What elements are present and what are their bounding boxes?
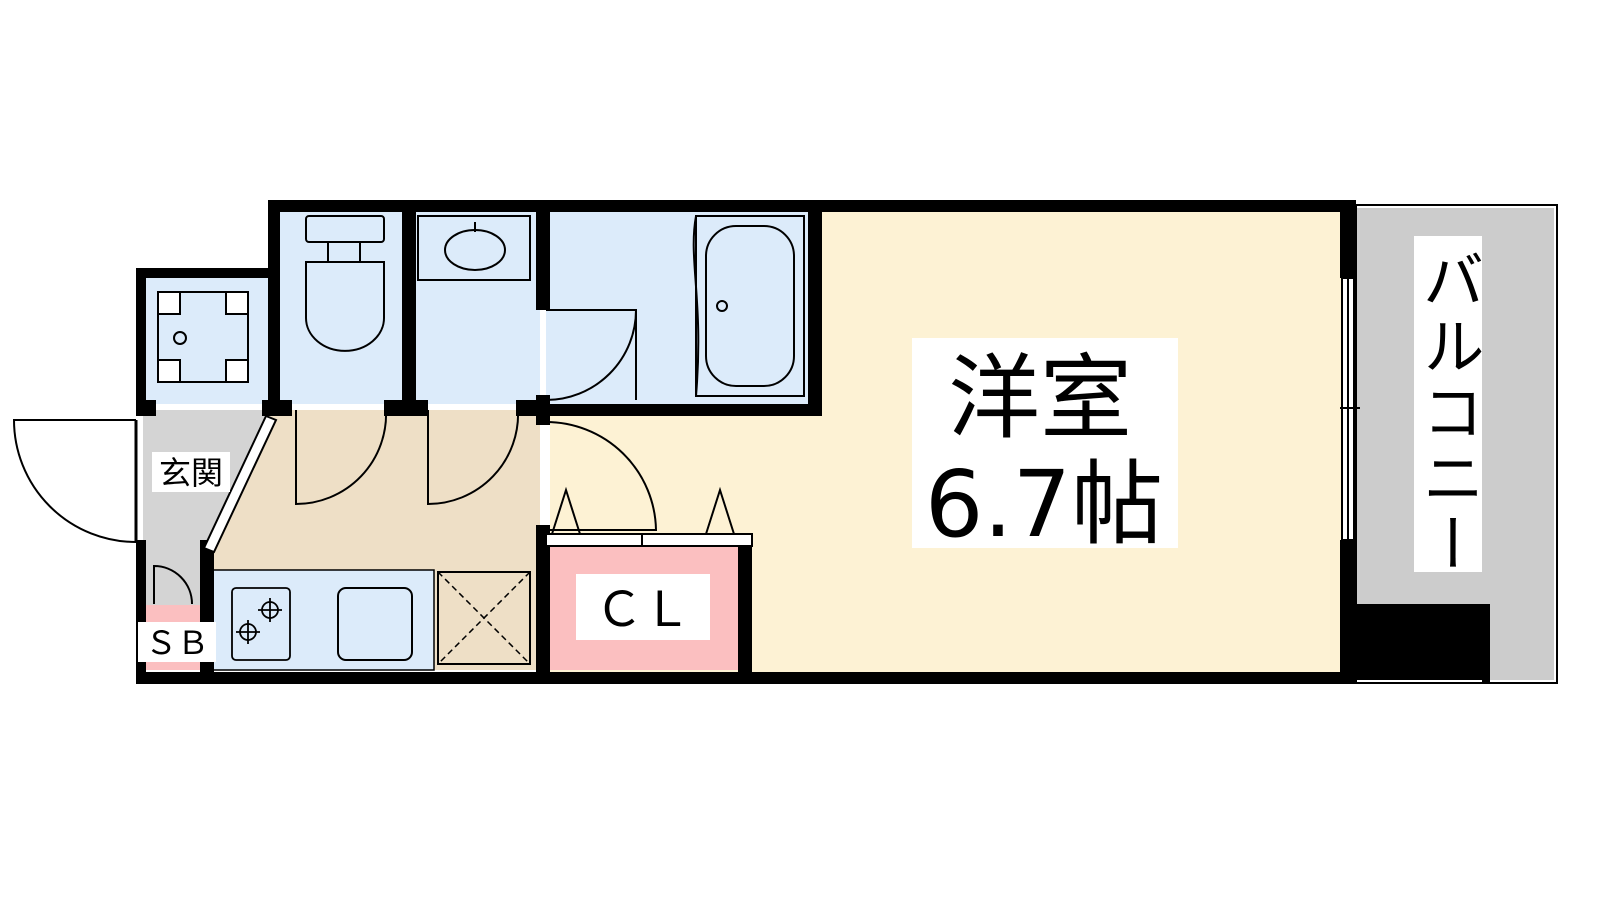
balcony-window [1340,277,1360,541]
toilet-icon [305,215,385,352]
closet-label-bg [576,574,710,640]
balcony-corner-block [1356,604,1488,680]
entrance-label: 玄関 [159,454,223,492]
entrance-diagonal-wall [202,414,278,554]
western-room-name: 洋室 [948,345,1132,452]
refrigerator-space-icon [437,571,531,665]
doors [12,309,735,605]
closet-top-rail [545,533,753,547]
balcony-label: バルコニー [1412,248,1485,578]
closet-label: ＣＬ [595,582,691,638]
washroom-floor [412,210,540,404]
bathroom-floor [546,210,812,414]
bathtub-icon [692,215,805,397]
washing-machine-icon [157,291,249,383]
balcony-label-bg [1414,236,1482,572]
western-room-label-bg [912,338,1178,548]
western-room-size: 6.7帖 [925,451,1163,558]
washbasin-icon [417,215,531,281]
kitchen-counter [211,569,435,671]
shoe-box-label-bg [138,622,216,662]
walls [136,200,1490,684]
shoe-box-label: ＳＢ [145,624,209,662]
sink-icon [337,587,413,661]
balcony-outline [1355,204,1558,684]
stove-icon [231,587,291,661]
entrance-label-bg [152,452,230,492]
